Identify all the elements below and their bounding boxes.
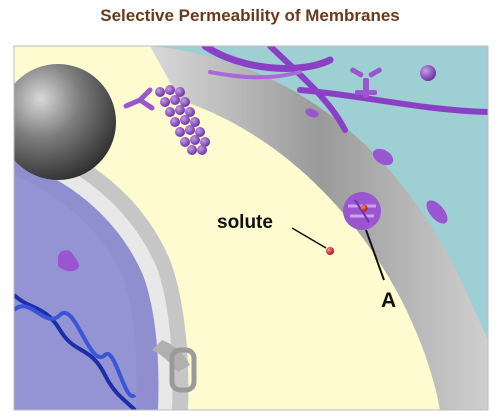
microtubule	[155, 85, 210, 155]
solute-pointer-line	[291, 227, 327, 249]
solute-in-channel	[360, 204, 368, 212]
membrane-protein	[305, 108, 319, 118]
figure-title: Selective Permeability of Membranes	[100, 6, 400, 25]
extracellular-fiber	[201, 46, 334, 72]
linker-protein	[123, 87, 155, 111]
membrane-protein	[372, 148, 394, 166]
plasma-membrane	[150, 46, 488, 410]
glycoprotein-receptor	[350, 67, 382, 98]
extracellular-fiber	[267, 46, 348, 133]
a-pointer-line	[365, 229, 385, 281]
solute-label: solute	[217, 212, 273, 233]
diagram-frame	[13, 45, 489, 411]
nucleus-highlight	[14, 175, 137, 410]
extracellular-molecule	[420, 65, 436, 81]
membrane-protein	[426, 200, 448, 224]
solute-particle	[326, 247, 334, 255]
gray-organelle	[14, 64, 116, 180]
nuclear-protein	[58, 250, 80, 272]
extracellular-fiber	[297, 87, 488, 115]
transport-protein-a	[343, 192, 381, 230]
dna-helix	[14, 293, 137, 410]
extracellular-fiber	[208, 70, 302, 80]
label-a: A	[381, 289, 396, 312]
nuclear-pore-frame	[169, 347, 197, 393]
